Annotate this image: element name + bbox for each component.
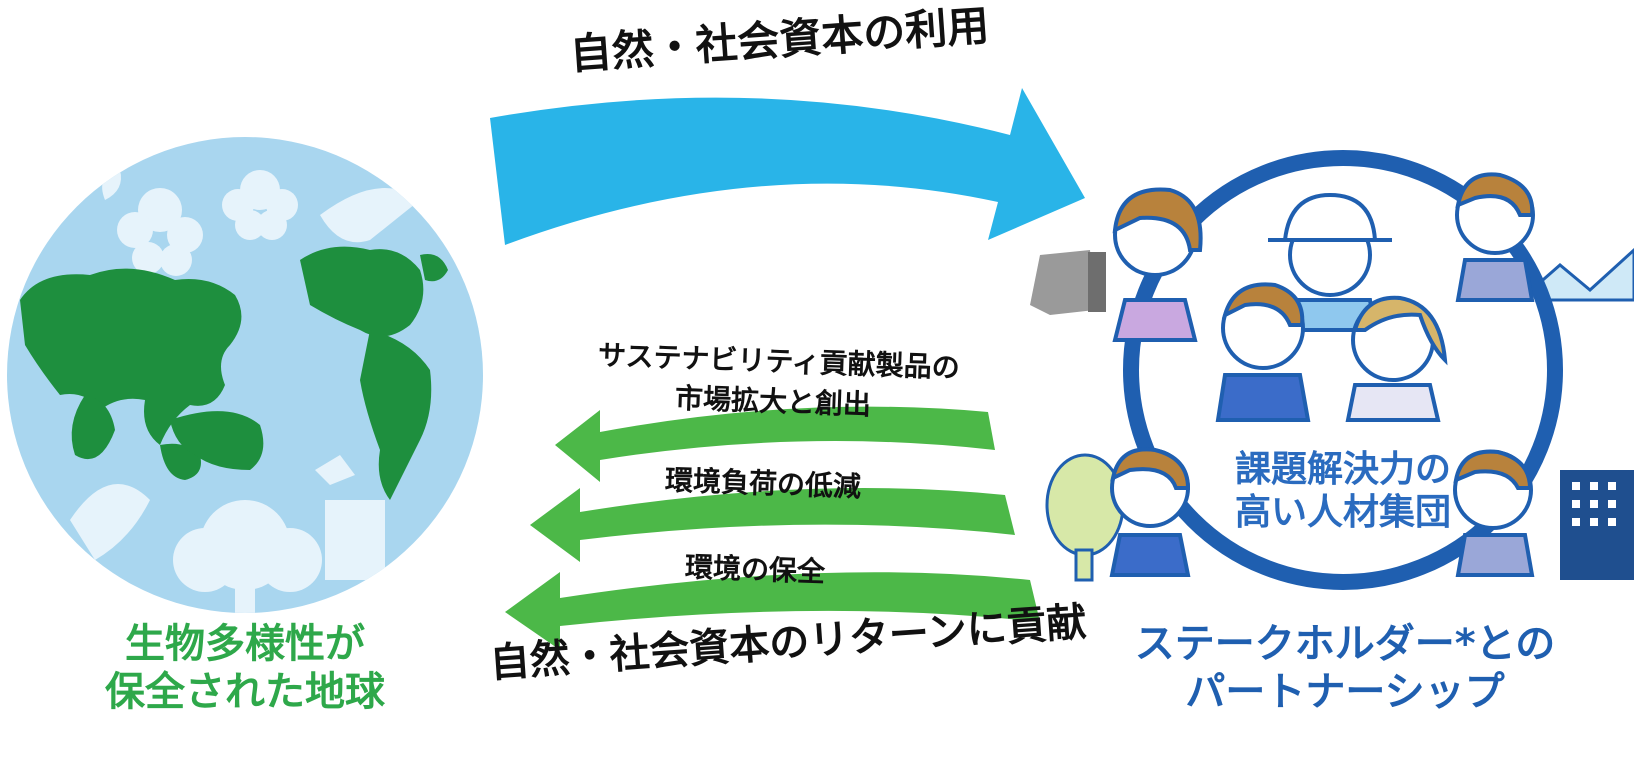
stakeholder-caption-line-2: パートナーシップ bbox=[1185, 669, 1505, 715]
return-arrow-2 bbox=[530, 487, 1015, 562]
person-bottom-right bbox=[1453, 449, 1535, 577]
circle-center-label: 課題解決力の 高い人材集団 bbox=[1213, 448, 1473, 534]
earth-caption-line-1: 生物多様性が bbox=[125, 621, 365, 667]
return-item-1-line-2: 市場拡大と創出 bbox=[674, 381, 872, 422]
earth-caption: 生物多様性が 保全された地球 bbox=[65, 620, 425, 716]
return-arrow-1 bbox=[555, 406, 995, 482]
person-center-left bbox=[1215, 282, 1311, 422]
return-arrow-3 bbox=[505, 572, 1040, 650]
ring bbox=[1123, 150, 1563, 590]
return-item-2: 環境負荷の低減 bbox=[664, 463, 862, 504]
people-circle bbox=[1030, 150, 1634, 590]
stakeholder-caption-line-1: ステークホルダー*との bbox=[1134, 621, 1556, 667]
nature-silhouettes bbox=[70, 170, 420, 613]
chart-prop bbox=[1516, 247, 1634, 302]
person-center-right bbox=[1345, 295, 1448, 422]
earth-caption-line-2: 保全された地球 bbox=[105, 669, 385, 715]
circle-center-line-2: 高い人材集団 bbox=[1234, 492, 1451, 534]
resource-use-arrow bbox=[490, 88, 1085, 245]
stakeholder-caption: ステークホルダー*との パートナーシップ bbox=[1110, 620, 1580, 716]
tree-icon bbox=[1045, 453, 1125, 557]
circle-center-line-1: 課題解決力の bbox=[1234, 449, 1451, 490]
return-item-3: 環境の保全 bbox=[684, 550, 826, 589]
person-bottom-left bbox=[1109, 447, 1191, 577]
person-top-right bbox=[1455, 172, 1535, 302]
earth-globe bbox=[7, 137, 483, 613]
return-arrows bbox=[505, 406, 1040, 650]
camera-prop bbox=[1030, 250, 1095, 315]
person-top-left bbox=[1112, 187, 1203, 342]
continents bbox=[20, 246, 448, 500]
